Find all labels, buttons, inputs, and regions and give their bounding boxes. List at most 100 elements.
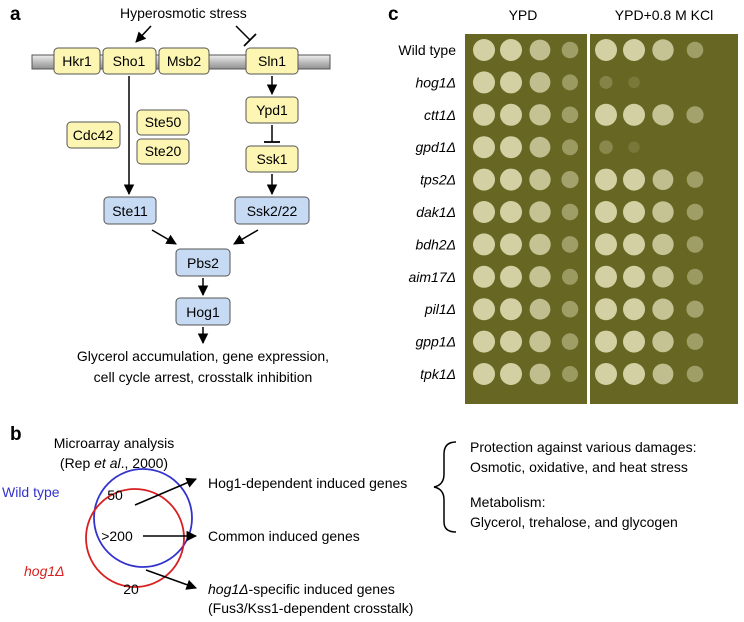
spot-ypd	[561, 106, 579, 124]
sho1-label: Sho1	[113, 53, 146, 69]
spot-ypd	[561, 300, 579, 318]
spot-ypd	[500, 330, 522, 353]
protein-hkr1: Hkr1	[53, 47, 101, 75]
hog1-label: Hog1	[186, 304, 220, 320]
spot-kcl	[599, 140, 613, 154]
protein-ypd1: Ypd1	[245, 96, 299, 124]
protein-sho1: Sho1	[102, 47, 157, 75]
spot-kcl	[686, 41, 704, 59]
spot-ypd	[473, 233, 495, 256]
protein-ssk2-22: Ssk2/22	[234, 196, 310, 225]
spot-ypd	[529, 136, 551, 158]
strain-label: dak1Δ	[416, 204, 456, 220]
spots-kcl	[595, 39, 704, 385]
protein-pbs2: Pbs2	[175, 248, 231, 277]
function-line-2: Osmotic, oxidative, and heat stress	[470, 459, 688, 475]
spot-kcl	[628, 141, 640, 153]
spot-ypd	[561, 236, 579, 253]
mutant-only-arrow	[145, 569, 197, 590]
strain-label: tps2Δ	[420, 172, 456, 188]
spot-ypd	[500, 233, 522, 256]
strain-label: aim17Δ	[408, 269, 456, 285]
spot-kcl	[652, 39, 674, 61]
result-common: Common induced genes	[208, 528, 360, 544]
spot-kcl	[595, 265, 617, 288]
pbs2-label: Pbs2	[187, 255, 219, 271]
strain-label: gpd1Δ	[415, 139, 456, 155]
spot-ypd	[529, 39, 551, 61]
strain-label: pil1Δ	[424, 301, 456, 317]
output-line-2: cell cycle arrest, crosstalk inhibition	[94, 369, 313, 385]
mutant-label: hog1Δ	[24, 563, 65, 579]
mutant-circle	[85, 488, 185, 588]
spot-ypd	[500, 298, 522, 321]
spot-ypd	[473, 39, 495, 61]
spot-kcl	[623, 330, 645, 353]
spot-ypd	[529, 168, 551, 191]
function-line-4: Glycerol, trehalose, and glycogen	[470, 514, 678, 530]
spot-ypd	[473, 71, 495, 94]
spot-kcl	[652, 233, 674, 256]
spot-ypd	[473, 265, 495, 288]
result-hog1-dependent: Hog1-dependent induced genes	[208, 475, 407, 491]
wildtype-label: Wild type	[2, 484, 60, 500]
spot-ypd	[529, 330, 551, 353]
spot-kcl	[652, 363, 674, 385]
spot-kcl	[599, 75, 613, 89]
result-mutant-specific-note: (Fus3/Kss1-dependent crosstalk)	[208, 600, 413, 616]
spot-kcl	[686, 333, 704, 350]
spot-kcl	[595, 233, 617, 256]
spot-ypd	[561, 333, 579, 350]
count-mutant-only: 20	[123, 581, 139, 597]
protein-ste20: Ste20	[136, 138, 190, 165]
spot-ypd	[473, 298, 495, 321]
panel-b-label: b	[10, 424, 22, 445]
spot-ypd	[529, 201, 551, 223]
spot-kcl	[595, 363, 617, 385]
spot-ypd	[529, 72, 551, 93]
panel-c-label: c	[388, 4, 399, 25]
spot-kcl	[623, 233, 645, 256]
strain-label: bdh2Δ	[415, 236, 456, 252]
spot-kcl	[652, 298, 674, 320]
strain-label: Wild type	[398, 42, 456, 58]
spot-kcl	[623, 298, 645, 321]
spot-kcl	[623, 168, 645, 191]
ssk2-22-label: Ssk2/22	[247, 203, 298, 219]
spot-kcl	[623, 363, 645, 385]
spot-kcl	[595, 168, 617, 191]
spot-ypd	[562, 74, 578, 91]
spot-kcl	[686, 203, 704, 221]
count-common: >200	[101, 528, 133, 544]
strain-label: hog1Δ	[415, 74, 456, 90]
spot-kcl	[686, 171, 704, 188]
spot-ypd	[500, 363, 522, 385]
stimulus-label: Hyperosmotic stress	[120, 5, 247, 21]
spot-kcl	[652, 201, 674, 223]
spot-kcl	[652, 104, 674, 126]
spot-ypd	[529, 363, 551, 385]
ssk1-label: Ssk1	[256, 151, 287, 167]
spot-ypd	[473, 168, 495, 191]
wt-only-arrow	[134, 477, 197, 506]
spot-ypd	[529, 104, 551, 126]
result-mutant-specific: hog1Δ-specific induced genes	[208, 581, 395, 597]
strain-label: gpp1Δ	[415, 334, 456, 350]
spot-ypd	[473, 363, 495, 385]
stimulus-activation-arrow	[135, 25, 152, 43]
spot-ypd	[500, 71, 522, 94]
protein-ste11: Ste11	[103, 196, 157, 225]
spot-ypd	[500, 201, 522, 223]
spot-kcl	[652, 330, 674, 353]
cdc42-label: Cdc42	[73, 127, 114, 143]
spot-kcl	[652, 169, 674, 191]
protein-hog1: Hog1	[175, 297, 231, 326]
spot-ypd	[500, 39, 522, 61]
spot-ypd	[529, 233, 551, 256]
spot-ypd	[500, 136, 522, 159]
protein-msb2: Msb2	[158, 47, 210, 75]
spot-kcl	[686, 106, 704, 124]
condition-ypd-label: YPD	[509, 7, 538, 23]
spot-ypd	[473, 201, 495, 223]
